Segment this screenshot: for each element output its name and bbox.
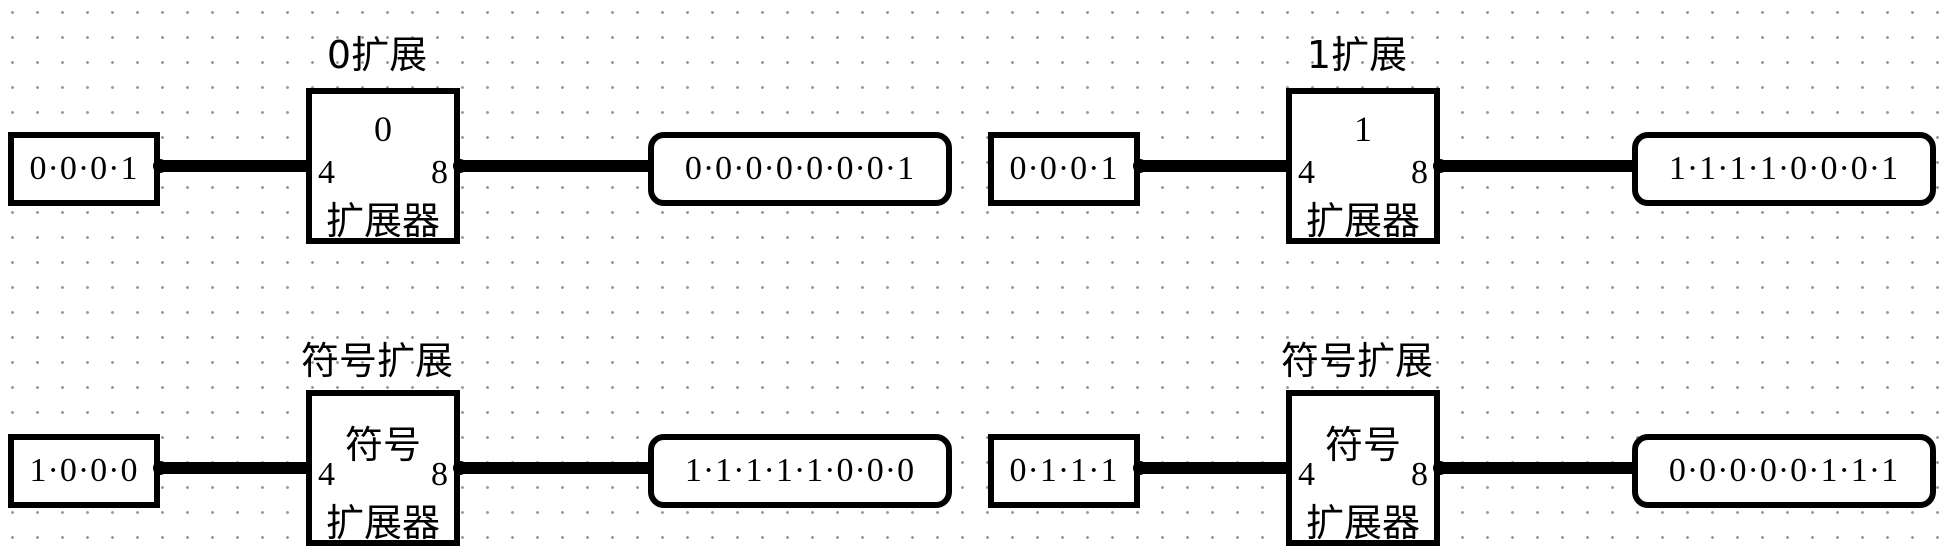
wire-connection-dot — [453, 461, 467, 475]
extender-label: 扩展器 — [325, 201, 440, 243]
extender-type-label: 0 — [374, 109, 392, 149]
circuit-title: 0扩展 — [326, 33, 428, 77]
extender-label: 扩展器 — [1305, 503, 1420, 545]
wire[interactable] — [460, 160, 652, 172]
input-width-label: 4 — [1298, 456, 1315, 493]
bit-extender-sign[interactable]: 符号 4 8 扩展器 — [1286, 390, 1440, 546]
wire-connection-dot — [1433, 159, 1447, 173]
output-width-label: 8 — [1411, 456, 1428, 493]
output-width-label: 8 — [431, 154, 448, 191]
circuit-title: 符号扩展 — [1280, 339, 1434, 383]
wire[interactable] — [1440, 462, 1636, 474]
wire-connection-dot — [153, 461, 167, 475]
bit-extender-zero[interactable]: 0 4 8 扩展器 — [306, 88, 460, 244]
input-width-label: 4 — [318, 456, 335, 493]
wire[interactable] — [1140, 462, 1292, 474]
output-probe[interactable]: 0·0·0·0·0·1·1·1 — [1632, 434, 1936, 508]
wire-connection-dot — [1433, 461, 1447, 475]
circuit-title: 符号扩展 — [300, 339, 454, 383]
extender-label: 扩展器 — [1305, 201, 1420, 243]
input-width-label: 4 — [318, 154, 335, 191]
output-width-label: 8 — [1411, 154, 1428, 191]
output-probe[interactable]: 1·1·1·1·0·0·0·1 — [1632, 132, 1936, 206]
extender-label: 扩展器 — [325, 503, 440, 545]
input-width-label: 4 — [1298, 154, 1315, 191]
output-probe[interactable]: 1·1·1·1·1·0·0·0 — [648, 434, 952, 508]
wire[interactable] — [460, 462, 652, 474]
output-probe[interactable]: 0·0·0·0·0·0·0·1 — [648, 132, 952, 206]
extender-type-label: 符号 — [1324, 425, 1401, 467]
circuit-title: 1扩展 — [1306, 33, 1408, 77]
wire[interactable] — [160, 462, 312, 474]
wire[interactable] — [1140, 160, 1292, 172]
wire-connection-dot — [1133, 461, 1147, 475]
output-width-label: 8 — [431, 456, 448, 493]
wire[interactable] — [1440, 160, 1636, 172]
extender-type-label: 1 — [1354, 109, 1372, 149]
input-pin[interactable]: 0·0·0·1 — [988, 132, 1140, 206]
wire-connection-dot — [1133, 159, 1147, 173]
wire-connection-dot — [453, 159, 467, 173]
input-pin[interactable]: 0·1·1·1 — [988, 434, 1140, 508]
wire-connection-dot — [153, 159, 167, 173]
bit-extender-sign[interactable]: 符号 4 8 扩展器 — [306, 390, 460, 546]
bit-extender-one[interactable]: 1 4 8 扩展器 — [1286, 88, 1440, 244]
extender-type-label: 符号 — [344, 425, 421, 467]
wire[interactable] — [160, 160, 312, 172]
input-pin[interactable]: 0·0·0·1 — [8, 132, 160, 206]
input-pin[interactable]: 1·0·0·0 — [8, 434, 160, 508]
